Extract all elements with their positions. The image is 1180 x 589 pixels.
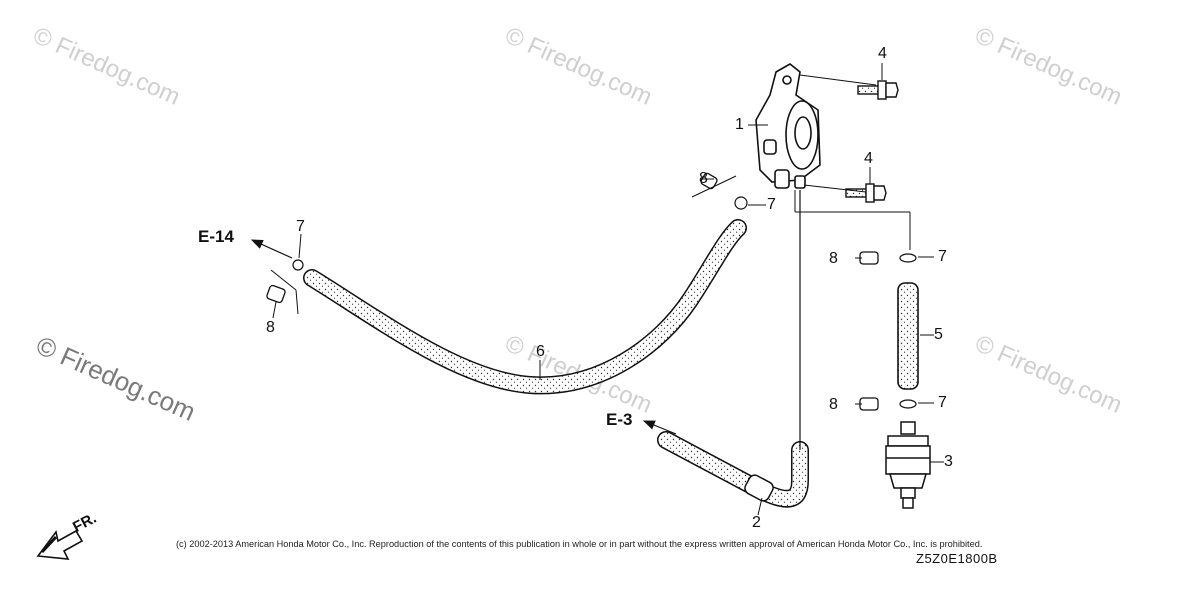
callout-7-pump: 7 [767,196,776,213]
callout-2: 2 [752,514,761,531]
diagram-code: Z5Z0E1800B [916,551,998,566]
fuel-pump [755,63,821,189]
hose-5 [897,282,919,390]
clamp-8-pump [700,172,718,190]
ref-arrow-e14 [250,239,293,259]
clip-7-left [292,259,304,271]
clamp-8-lower-right [859,397,879,411]
callout-7-lower-right: 7 [938,394,947,411]
callout-7-upper-right: 7 [938,248,947,265]
copyright-notice: (c) 2002-2013 American Honda Motor Co., … [176,539,983,549]
callout-8-left: 8 [266,319,275,336]
callout-8-upper-right: 8 [829,250,838,267]
callout-7-left: 7 [296,218,305,235]
ref-arrow-e3 [642,420,677,435]
callout-3: 3 [944,453,953,470]
hose-6 [303,219,747,395]
callout-8-pump: 8 [699,170,708,187]
clamp-8-left [266,284,286,304]
callout-4-lower: 4 [864,150,873,167]
front-direction-arrow [36,529,84,560]
ref-label-e14: E-14 [198,227,234,246]
clamp-8-upper-right [859,251,879,265]
ref-label-e3: E-3 [606,410,633,429]
callout-8-lower-right: 8 [829,396,838,413]
clip-7-pump [734,196,748,210]
callout-1: 1 [735,116,744,133]
callout-5: 5 [934,326,943,343]
fuel-filter [885,421,931,509]
bolt-lower [845,183,887,203]
clip-7-upper-right [899,253,917,263]
clip-7-lower-right [899,399,917,409]
hose-2 [657,431,809,508]
bolt-upper [857,80,899,100]
callout-6: 6 [536,343,545,360]
callout-4-upper: 4 [878,45,887,62]
